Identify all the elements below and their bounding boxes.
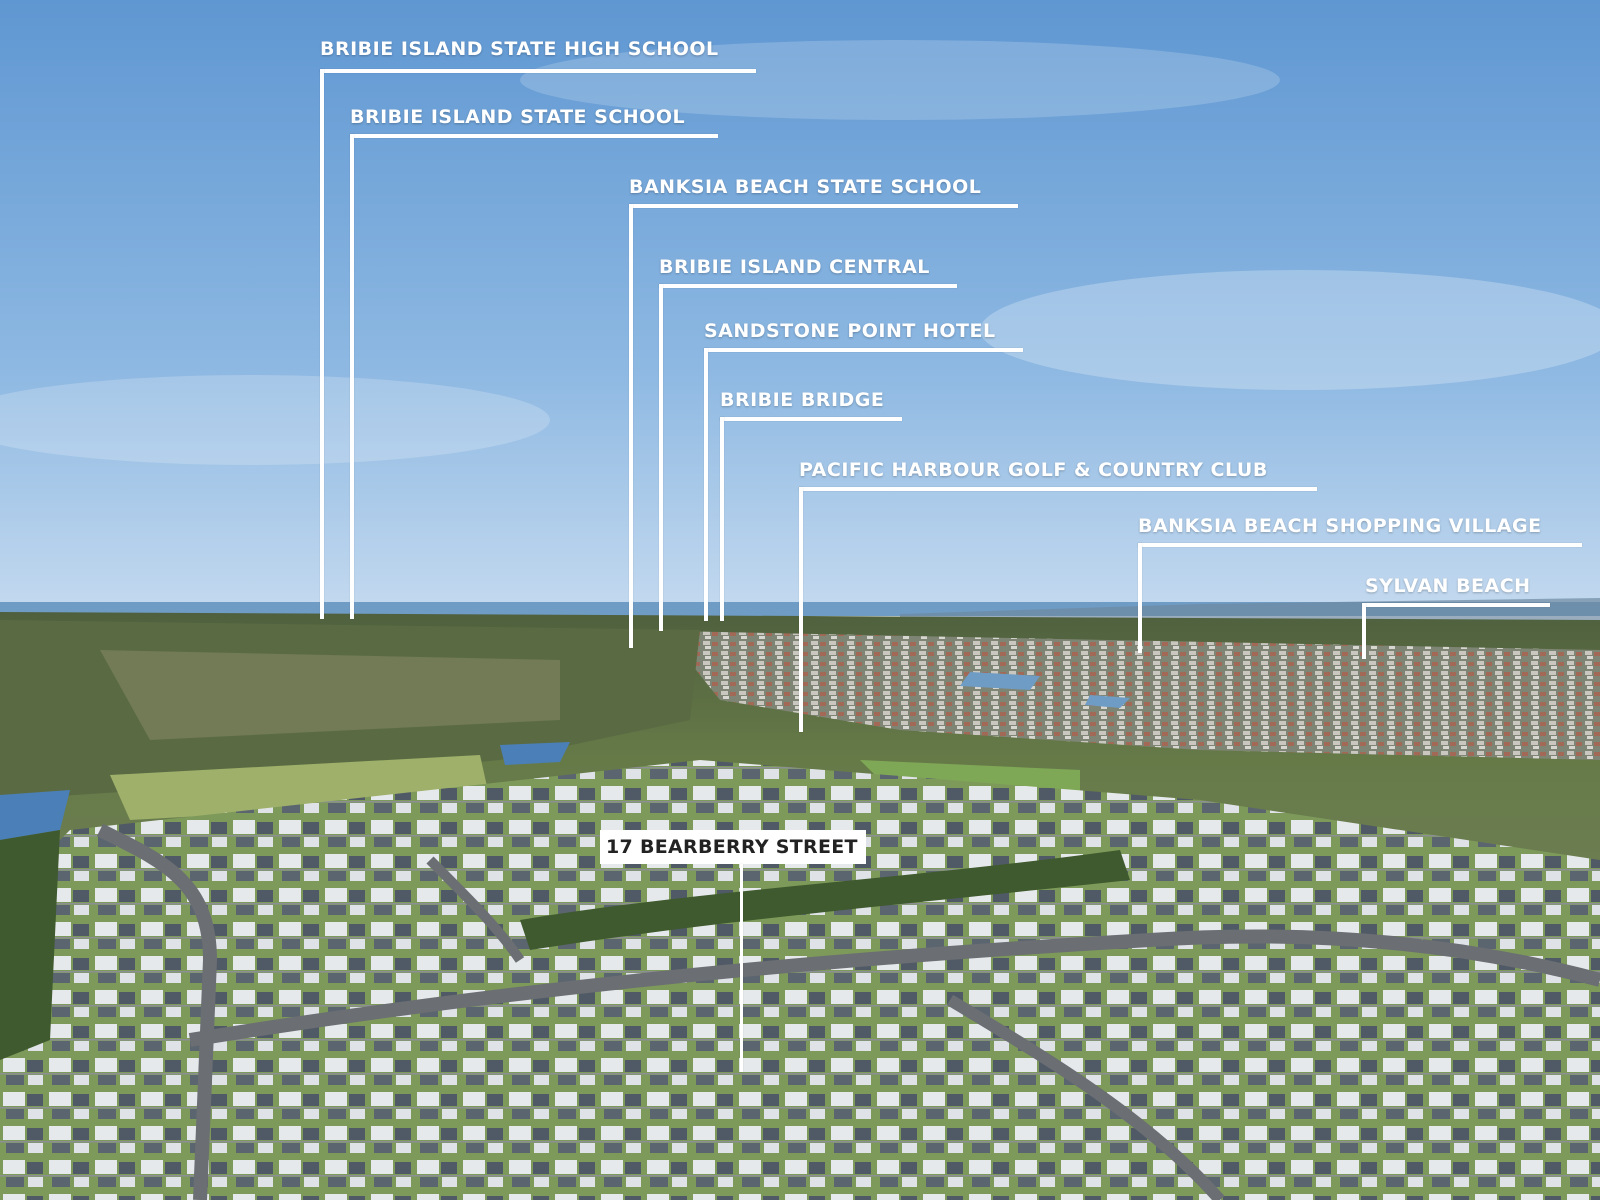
leader-line-high-school [320,69,324,619]
leader-line-banksia-school [629,204,633,648]
leader-line-sylvan-beach [1362,603,1366,659]
cloud [0,375,550,465]
label-bribie-bridge: BRIBIE BRIDGE [720,389,885,411]
lake [500,742,570,765]
leader-line-bribie-central [659,284,957,288]
tree-belt [0,830,60,1060]
leader-line-bribie-bridge [720,417,902,421]
label-banksia-beach-state-school: BANKSIA BEACH STATE SCHOOL [629,176,982,198]
leader-line-high-school [320,69,756,73]
far-suburbs [620,630,1600,760]
canal [960,672,1040,690]
road [426,856,525,963]
tree-belt [520,850,1130,950]
cloud [980,270,1600,390]
leader-line-sandstone-hotel [704,348,1023,352]
property-pin-label: 17 BEARBERRY STREET [600,830,866,864]
forest-dead-trees [100,650,560,740]
leader-line-shopping-village [1138,543,1142,653]
label-sylvan-beach: SYLVAN BEACH [1365,575,1531,597]
label-bribie-island-state-high-school: BRIBIE ISLAND STATE HIGH SCHOOL [320,38,719,60]
leader-line-bribie-central [659,284,663,631]
leader-line-sylvan-beach [1362,603,1550,607]
lake [0,790,70,840]
leader-line-shopping-village [1138,543,1582,547]
canal [1085,695,1130,708]
leader-line-banksia-school [629,204,1018,208]
label-pacific-harbour-golf: PACIFIC HARBOUR GOLF & COUNTRY CLUB [799,459,1268,481]
leader-line-state-school [350,134,718,138]
label-bribie-island-central: BRIBIE ISLAND CENTRAL [659,256,930,278]
road [188,929,1600,1047]
near-suburb [0,760,1600,1200]
leader-line-pacific-harbour [799,487,1317,491]
label-banksia-beach-shopping-village: BANKSIA BEACH SHOPPING VILLAGE [1138,515,1542,537]
road [946,994,1225,1200]
leader-line-bribie-bridge [720,417,724,621]
property-pin-line [740,864,743,1072]
label-bribie-island-state-school: BRIBIE ISLAND STATE SCHOOL [350,106,686,128]
road [96,823,218,1200]
cloud [520,40,1280,120]
label-sandstone-point-hotel: SANDSTONE POINT HOTEL [704,320,996,342]
leader-line-sandstone-hotel [704,348,708,621]
leader-line-pacific-harbour [799,487,803,732]
leader-line-state-school [350,134,354,619]
